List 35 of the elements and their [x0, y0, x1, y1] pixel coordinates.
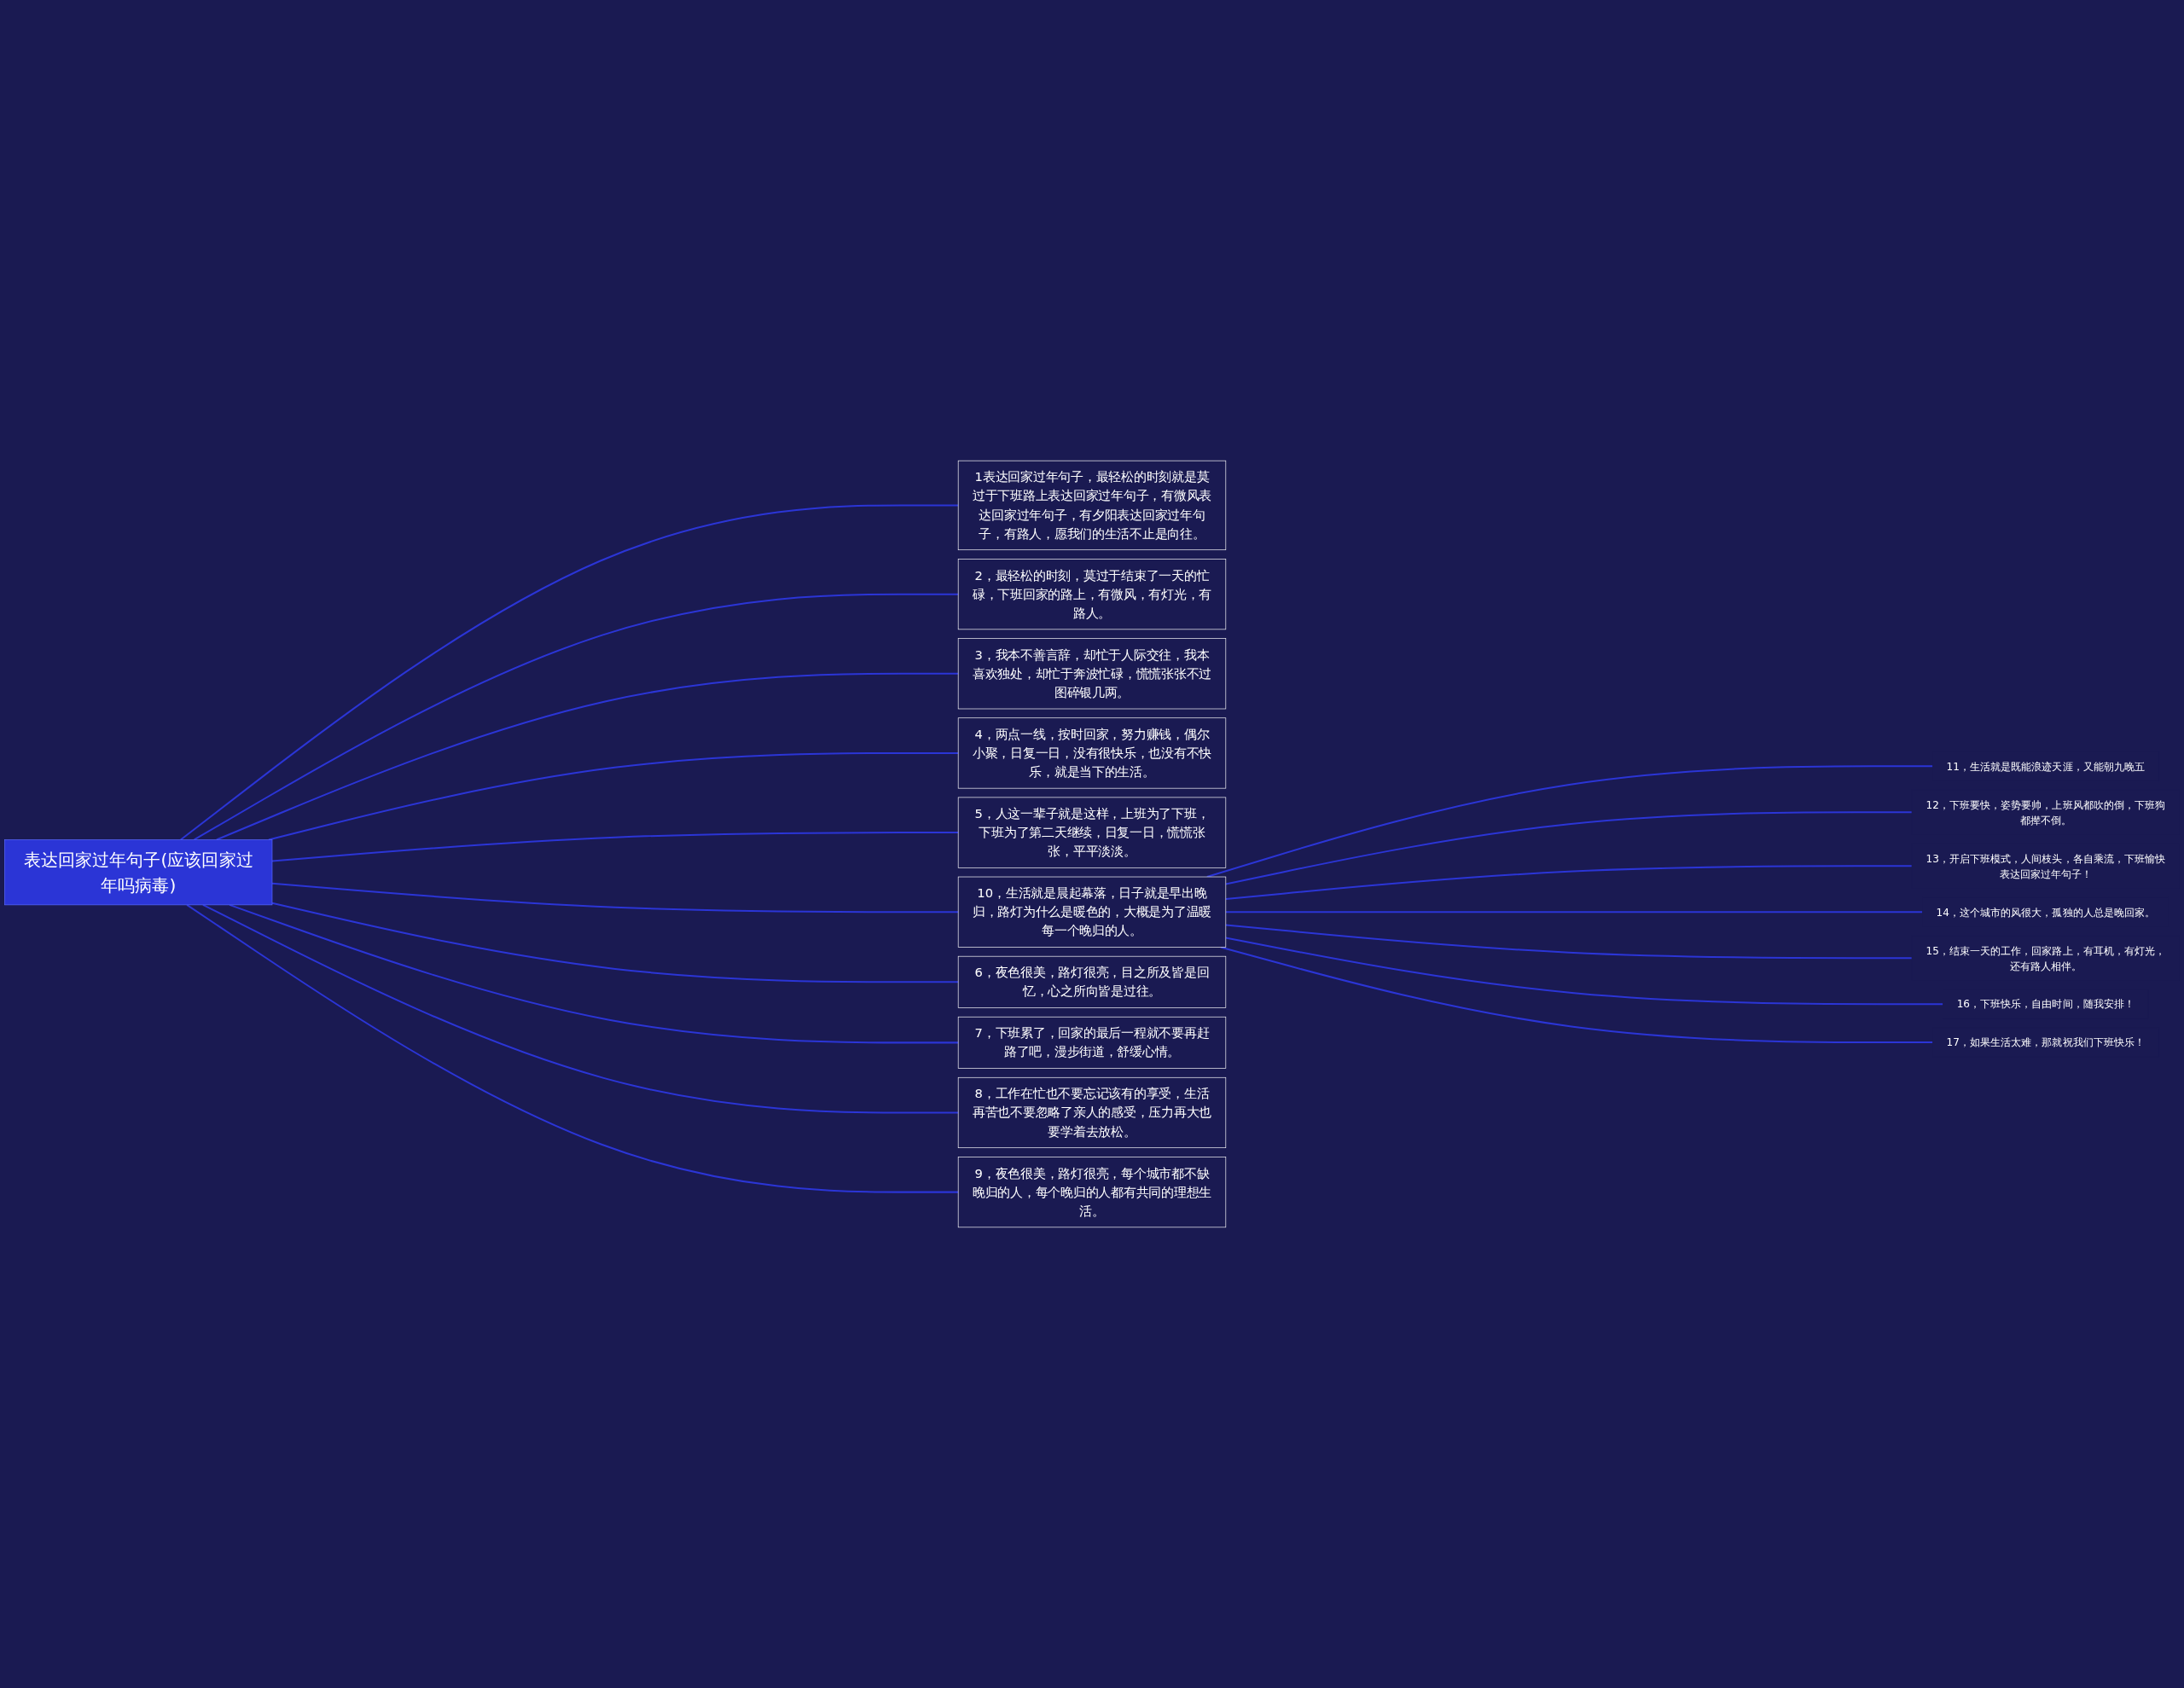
node-box: 4，两点一线，按时回家，努力赚钱，偶尔小聚，日复一日，没有很快乐，也没有不快乐，就是当下的生活。: [957, 717, 1227, 789]
connector: [229, 903, 959, 1044]
node-text: 17，如果生活太难，那就祝我们下班快乐！: [1946, 1036, 2146, 1049]
node-box: 9，夜色很美，路灯很亮，每个城市都不缺晚归的人，每个晚归的人都有共同的理想生活。: [957, 1157, 1227, 1228]
node-box: 3，我本不善言辞，却忙于人际交往，我本喜欢独处，却忙于奔波忙碌，慌慌张张不过图碎银几两。: [957, 638, 1227, 710]
node-text: 14，这个城市的风很大，孤独的人总是晚回家。: [1936, 906, 2156, 919]
node-text: 16，下班快乐，自由时间，随我安排！: [1956, 998, 2135, 1011]
node-box: 2，最轻松的时刻，莫过于结束了一天的忙碌，下班回家的路上，有微风，有灯光，有路人。: [957, 559, 1227, 630]
node-box: 10，生活就是晨起幕落，日子就是早出晚归，路灯为什么是暖色的，大概是为了温暖每一个晚归的人。: [957, 876, 1227, 948]
node-text: 12，下班要快，姿势要帅，上班风都吹的倒，下班狗都撵不倒。: [1926, 798, 2166, 827]
connector: [186, 904, 959, 1193]
node-text: 15，结束一天的工作，回家路上，有耳机，有灯光，还有路人相伴。: [1926, 944, 2166, 972]
connector: [202, 903, 959, 1114]
node-box: 5，人这一辈子就是这样，上班为了下班，下班为了第二天继续，日复一日，慌慌张张，平平淡淡。: [957, 797, 1227, 868]
node-box: 7，下班累了，回家的最后一程就不要再赶路了吧，漫步街道，舒缓心情。: [957, 1016, 1227, 1069]
connector: [1206, 765, 1933, 878]
connector: [1225, 811, 1912, 885]
connector: [1225, 924, 1912, 960]
connector: [271, 882, 959, 914]
connector: [180, 504, 959, 841]
connector: [216, 672, 959, 841]
connector: [1225, 911, 1923, 914]
connector: [268, 751, 959, 841]
connector: [271, 902, 959, 983]
connector: [1225, 937, 1943, 1006]
connector: [194, 593, 959, 841]
node-text: 11，生活就是既能浪迹天涯，又能朝九晚五: [1946, 760, 2146, 773]
node-box: 8，工作在忙也不要忘记该有的享受，生活再苦也不要忽略了亲人的感受，压力再大也要学着去放松。: [957, 1076, 1227, 1149]
connector: [1225, 865, 1912, 901]
node-box: 6，夜色很美，路灯很亮，目之所及皆是回忆，心之所向皆是过往。: [957, 955, 1227, 1008]
node-text: 13，开启下班模式，人间枝头，各自乘流，下班愉快表达回家过年句子！: [1926, 852, 2166, 880]
connector: [271, 832, 959, 862]
node-box: 1表达回家过年句子，最轻松的时刻就是莫过于下班路上表达回家过年句子，有微风表达回家过年句子，有夕阳表达回家过年句子，有路人，愿我们的生活不止是向往。: [957, 460, 1227, 551]
connector: [1220, 946, 1933, 1044]
node-box: 表达回家过年句子(应该回家过年吗病毒): [4, 839, 273, 906]
